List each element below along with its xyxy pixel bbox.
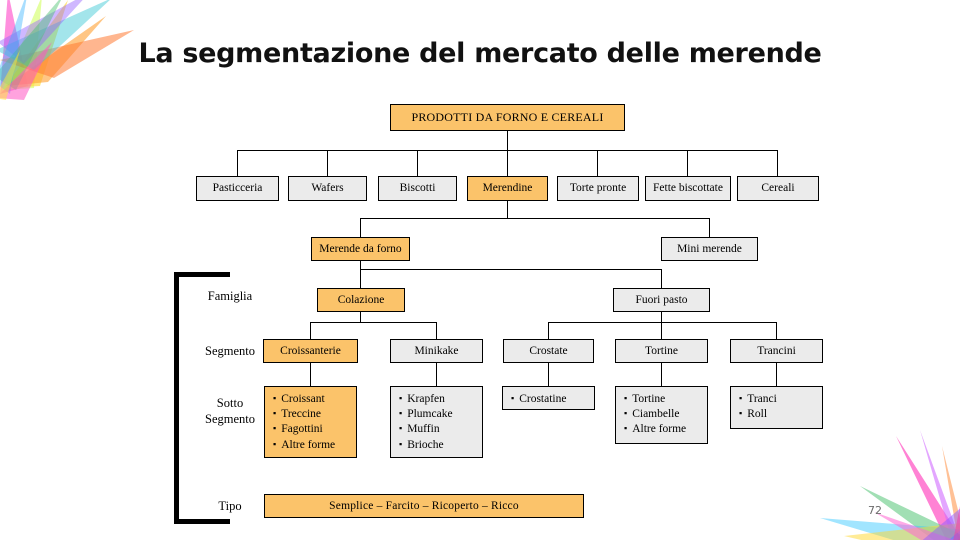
list-item: Roll [739, 407, 816, 422]
left-bracket [174, 272, 230, 524]
connector-sotto-2 [548, 363, 549, 386]
connector-merendine-down [507, 201, 508, 218]
connector-cat-4 [597, 150, 598, 176]
node-subcategory-mini-merende[interactable]: Mini merende [661, 237, 758, 261]
node-category-pasticceria[interactable]: Pasticceria [196, 176, 279, 201]
node-segmento-croissanterie[interactable]: Croissanterie [263, 339, 358, 363]
node-root[interactable]: PRODOTTI DA FORNO E CEREALI [390, 104, 625, 131]
node-segmento-minikake[interactable]: Minikake [390, 339, 483, 363]
connector-subcategory-bus [360, 218, 710, 219]
node-segmento-tortine[interactable]: Tortine [615, 339, 708, 363]
node-segmento-crostate[interactable]: Crostate [503, 339, 594, 363]
connector-cat-5 [687, 150, 688, 176]
connector-fam-0 [360, 269, 361, 288]
connector-seg-1 [436, 322, 437, 339]
connector-sub-0 [360, 218, 361, 237]
list-item: Tortine [624, 392, 701, 407]
row-label-segmento: Segmento [205, 344, 255, 358]
list-item: Altre forme [624, 422, 701, 437]
connector-sotto-4 [776, 363, 777, 386]
decorative-burst-bottom-right [820, 430, 960, 540]
node-sotto-segmento-crostate[interactable]: Crostatine [502, 386, 595, 410]
node-sotto-segmento-minikake[interactable]: Krapfen Plumcake Muffin Brioche [390, 386, 483, 458]
node-category-merendine[interactable]: Merendine [467, 176, 548, 201]
connector-sotto-1 [436, 363, 437, 386]
node-category-cereali[interactable]: Cereali [737, 176, 819, 201]
node-category-fette-biscottate[interactable]: Fette biscottate [645, 176, 731, 201]
node-famiglia-fuori-pasto[interactable]: Fuori pasto [613, 288, 710, 312]
connector-segmento-bus-left [310, 322, 436, 323]
connector-cat-2 [417, 150, 418, 176]
row-label-sotto-line1: Sotto [216, 396, 244, 410]
connector-seg-2 [548, 322, 549, 339]
page-title: La segmentazione del mercato delle meren… [138, 38, 822, 69]
list-item: Muffin [399, 422, 476, 437]
connector-sub-1 [709, 218, 710, 237]
node-tipo[interactable]: Semplice – Farcito – Ricoperto – Ricco [264, 494, 584, 518]
list-item: Fagottini [273, 422, 350, 437]
list-item: Crostatine [511, 392, 588, 407]
row-label-tipo: Tipo [218, 499, 242, 513]
list-item: Altre forme [273, 438, 350, 453]
connector-segmento-bus-right [548, 322, 776, 323]
connector-fuoripasto-down [661, 312, 662, 322]
connector-fam-1 [661, 269, 662, 288]
node-sotto-segmento-tortine[interactable]: Tortine Ciambelle Altre forme [615, 386, 708, 444]
connector-famiglia-bus [360, 269, 662, 270]
connector-cat-1 [327, 150, 328, 176]
connector-seg-3 [661, 322, 662, 339]
connector-root-down [507, 131, 508, 150]
page-number: 72 [868, 504, 882, 517]
node-category-wafers[interactable]: Wafers [288, 176, 367, 201]
row-label-sotto-segmento: Sotto Segmento [182, 395, 278, 428]
node-category-biscotti[interactable]: Biscotti [378, 176, 457, 201]
node-sotto-segmento-trancini[interactable]: Tranci Roll [730, 386, 823, 429]
list-item: Treccine [273, 407, 350, 422]
connector-sotto-3 [661, 363, 662, 386]
node-subcategory-merende-da-forno[interactable]: Merende da forno [311, 237, 410, 261]
node-category-torte-pronte[interactable]: Torte pronte [557, 176, 639, 201]
connector-seg-4 [776, 322, 777, 339]
list-item: Plumcake [399, 407, 476, 422]
connector-cat-0 [237, 150, 238, 176]
row-label-sotto-line2: Segmento [205, 412, 255, 427]
connector-merendedaforno-down [360, 261, 361, 269]
list-item: Krapfen [399, 392, 476, 407]
list-item: Ciambelle [624, 407, 701, 422]
node-segmento-trancini[interactable]: Trancini [730, 339, 823, 363]
connector-colazione-down [360, 312, 361, 322]
connector-cat-6 [777, 150, 778, 176]
node-famiglia-colazione[interactable]: Colazione [317, 288, 405, 312]
node-sotto-segmento-croissanterie[interactable]: Croissant Treccine Fagottini Altre forme [264, 386, 357, 458]
connector-cat-3 [507, 150, 508, 176]
list-item: Croissant [273, 392, 350, 407]
list-item: Tranci [739, 392, 816, 407]
connector-sotto-0 [310, 363, 311, 386]
row-label-famiglia: Famiglia [207, 289, 253, 303]
list-item: Brioche [399, 438, 476, 453]
connector-seg-0 [310, 322, 311, 339]
